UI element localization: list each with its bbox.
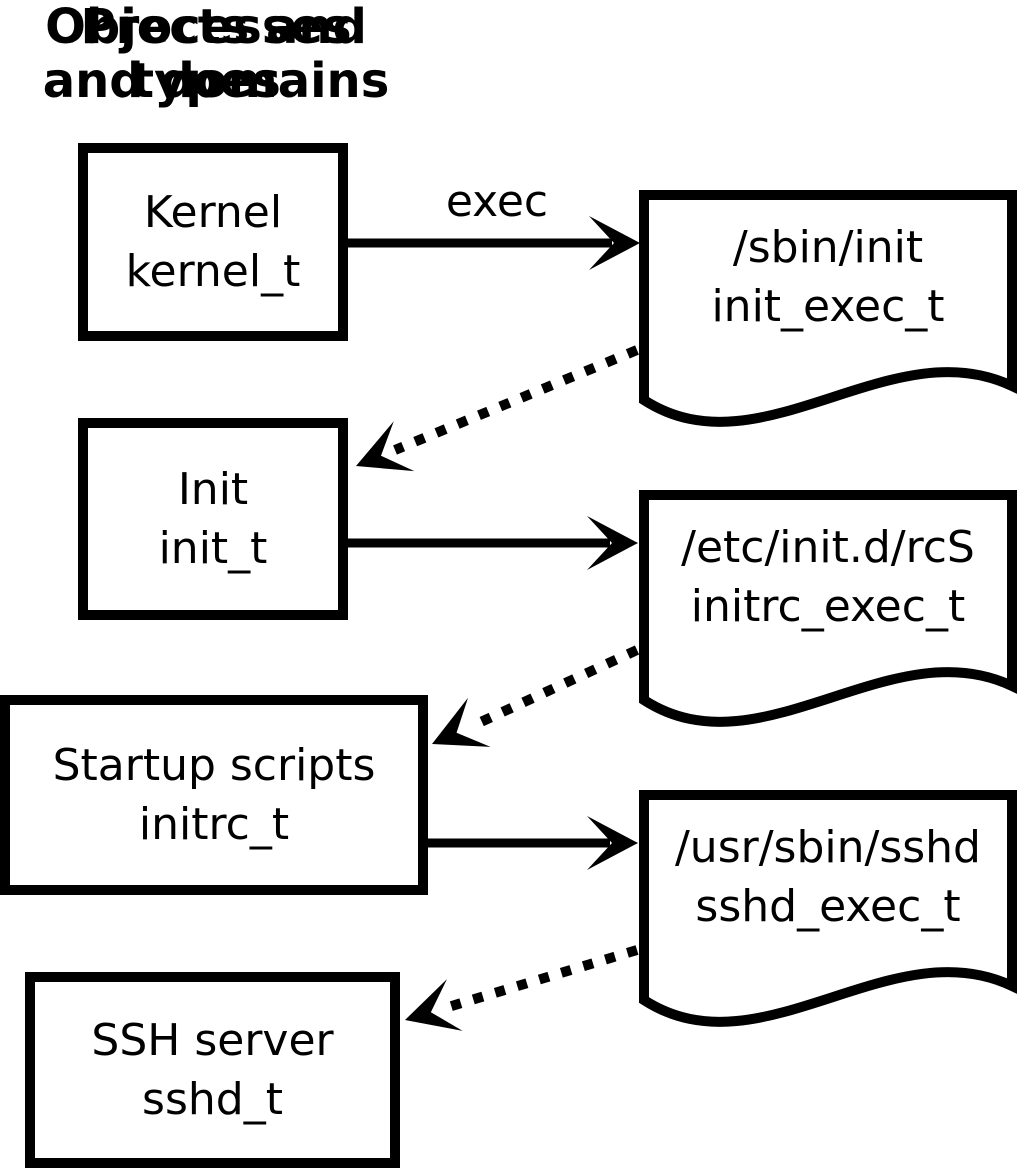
- process-name-label: Kernel: [143, 187, 283, 238]
- header-line: Processes: [80, 0, 352, 55]
- dotted-arrow-line: [393, 345, 639, 455]
- transition-arrow-rcs-to-startup: [432, 645, 640, 747]
- arrow-head-icon: [587, 816, 638, 870]
- process-box-init: Init init_t: [78, 418, 348, 620]
- exec-arrow-label: exec: [445, 176, 549, 227]
- arrow-head-icon: [405, 979, 463, 1031]
- file-type-label: sshd_exec_t: [695, 881, 961, 932]
- arrow-head-icon: [587, 516, 638, 570]
- document-shape-usr-sbin-sshd: [639, 790, 1017, 1027]
- exec-arrow-startup-to-sshd: [427, 816, 638, 870]
- file-path-label: /etc/init.d/rcS: [681, 522, 975, 573]
- doc-label-etc-initd-rcs: /etc/init.d/rcS initrc_exec_t: [644, 518, 1012, 636]
- dotted-arrow-line: [443, 945, 639, 1013]
- process-box-ssh-server: SSH server sshd_t: [25, 972, 400, 1168]
- process-box-kernel: Kernel kernel_t: [78, 143, 348, 341]
- domain-type-label: kernel_t: [125, 246, 301, 297]
- domain-type-label: init_t: [158, 523, 268, 574]
- document-shape-sbin-init: [639, 190, 1017, 427]
- process-name-label: SSH server: [91, 1015, 334, 1066]
- exec-arrow-init-to-rcs: [348, 516, 638, 570]
- doc-label-sbin-init: /sbin/init init_exec_t: [644, 218, 1012, 336]
- process-name-label: Startup scripts: [52, 740, 376, 791]
- transition-arrow-sshd-exec-to-sshd: [405, 945, 639, 1031]
- process-name-label: Init: [177, 464, 249, 515]
- dotted-arrow-line: [467, 645, 640, 732]
- document-shape-etc-initd-rcs: [639, 490, 1017, 727]
- arrow-head-icon: [432, 697, 491, 747]
- column-header-processes: Processes and domains: [0, 0, 432, 108]
- arrow-head-icon: [589, 216, 640, 270]
- file-path-label: /usr/sbin/sshd: [674, 822, 981, 873]
- domain-type-label: initrc_t: [138, 799, 290, 850]
- process-box-startup-scripts: Startup scripts initrc_t: [0, 695, 428, 895]
- arrow-head-icon: [356, 421, 415, 472]
- header-line: types: [131, 53, 281, 109]
- file-path-label: /sbin/init: [732, 222, 924, 273]
- exec-arrow-kernel-to-sbin-init: [348, 216, 640, 270]
- file-type-label: init_exec_t: [711, 281, 945, 332]
- transition-arrow-sbin-init-to-init: [356, 345, 639, 472]
- file-type-label: initrc_exec_t: [690, 581, 966, 632]
- column-header-objects: Objects and types: [0, 0, 412, 108]
- header-line: Objects and: [45, 0, 367, 55]
- domain-type-label: sshd_t: [142, 1074, 283, 1125]
- header-line: and domains: [42, 53, 390, 109]
- doc-label-usr-sbin-sshd: /usr/sbin/sshd sshd_exec_t: [644, 818, 1012, 936]
